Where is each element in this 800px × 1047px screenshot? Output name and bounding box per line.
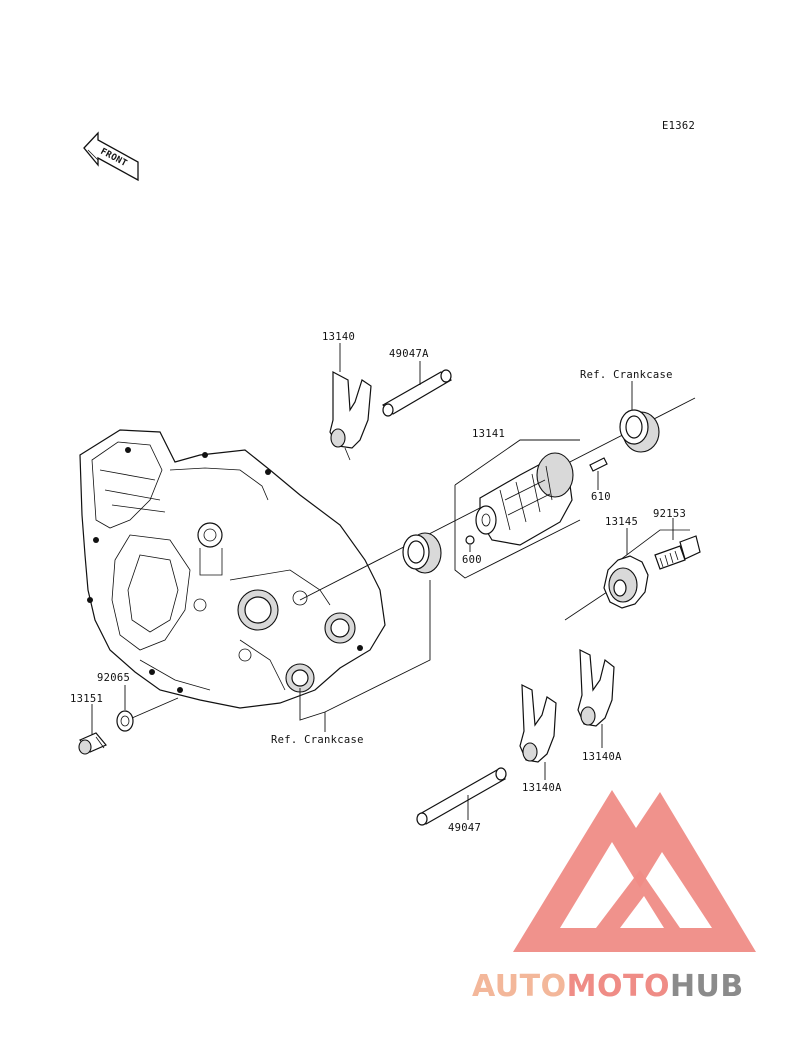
svg-text:AUTOMOTOHUB: AUTOMOTOHUB (472, 969, 744, 1004)
automotohub-logo: AUTOMOTOHUB (472, 790, 756, 1004)
shift-fork-13140A-mid (519, 684, 557, 763)
logo-text-moto: MOTO (567, 969, 670, 1004)
label-13151: 13151 (70, 693, 103, 705)
shift-fork-13140 (329, 371, 372, 461)
ball-600 (465, 535, 475, 545)
bearing-left (402, 532, 442, 574)
label-13145: 13145 (605, 516, 638, 528)
shaft-49047A (381, 369, 453, 417)
washer-92065 (116, 710, 134, 732)
logo-text-hub: HUB (670, 969, 744, 1004)
plug-13151 (78, 732, 107, 755)
label-ref-crankcase-right: Ref. Crankcase (580, 369, 673, 381)
label-49047: 49047 (448, 822, 481, 834)
drum-cam-13145 (564, 529, 690, 621)
label-92065: 92065 (97, 672, 130, 684)
label-92153: 92153 (653, 508, 686, 520)
label-49047A: 49047A (389, 348, 429, 360)
label-13141: 13141 (472, 428, 505, 440)
front-arrow-icon: FRONT (83, 131, 139, 182)
crankcase (79, 429, 386, 709)
shift-drum-13141 (475, 452, 574, 546)
label-13140A-mid: 13140A (522, 782, 562, 794)
bolt-92153 (654, 535, 701, 570)
label-610: 610 (591, 491, 611, 503)
diagram-code: E1362 (662, 120, 695, 132)
bearing-right (619, 409, 660, 453)
shaft-49047 (416, 767, 507, 826)
pin-610 (589, 457, 608, 472)
label-13140-top: 13140 (322, 331, 355, 343)
label-13140A-right: 13140A (582, 751, 622, 763)
shift-fork-13140A-right (577, 649, 615, 727)
label-ref-crankcase-bottom: Ref. Crankcase (271, 734, 364, 746)
logo-text-auto: AUTO (472, 969, 567, 1004)
label-600: 600 (462, 554, 482, 566)
